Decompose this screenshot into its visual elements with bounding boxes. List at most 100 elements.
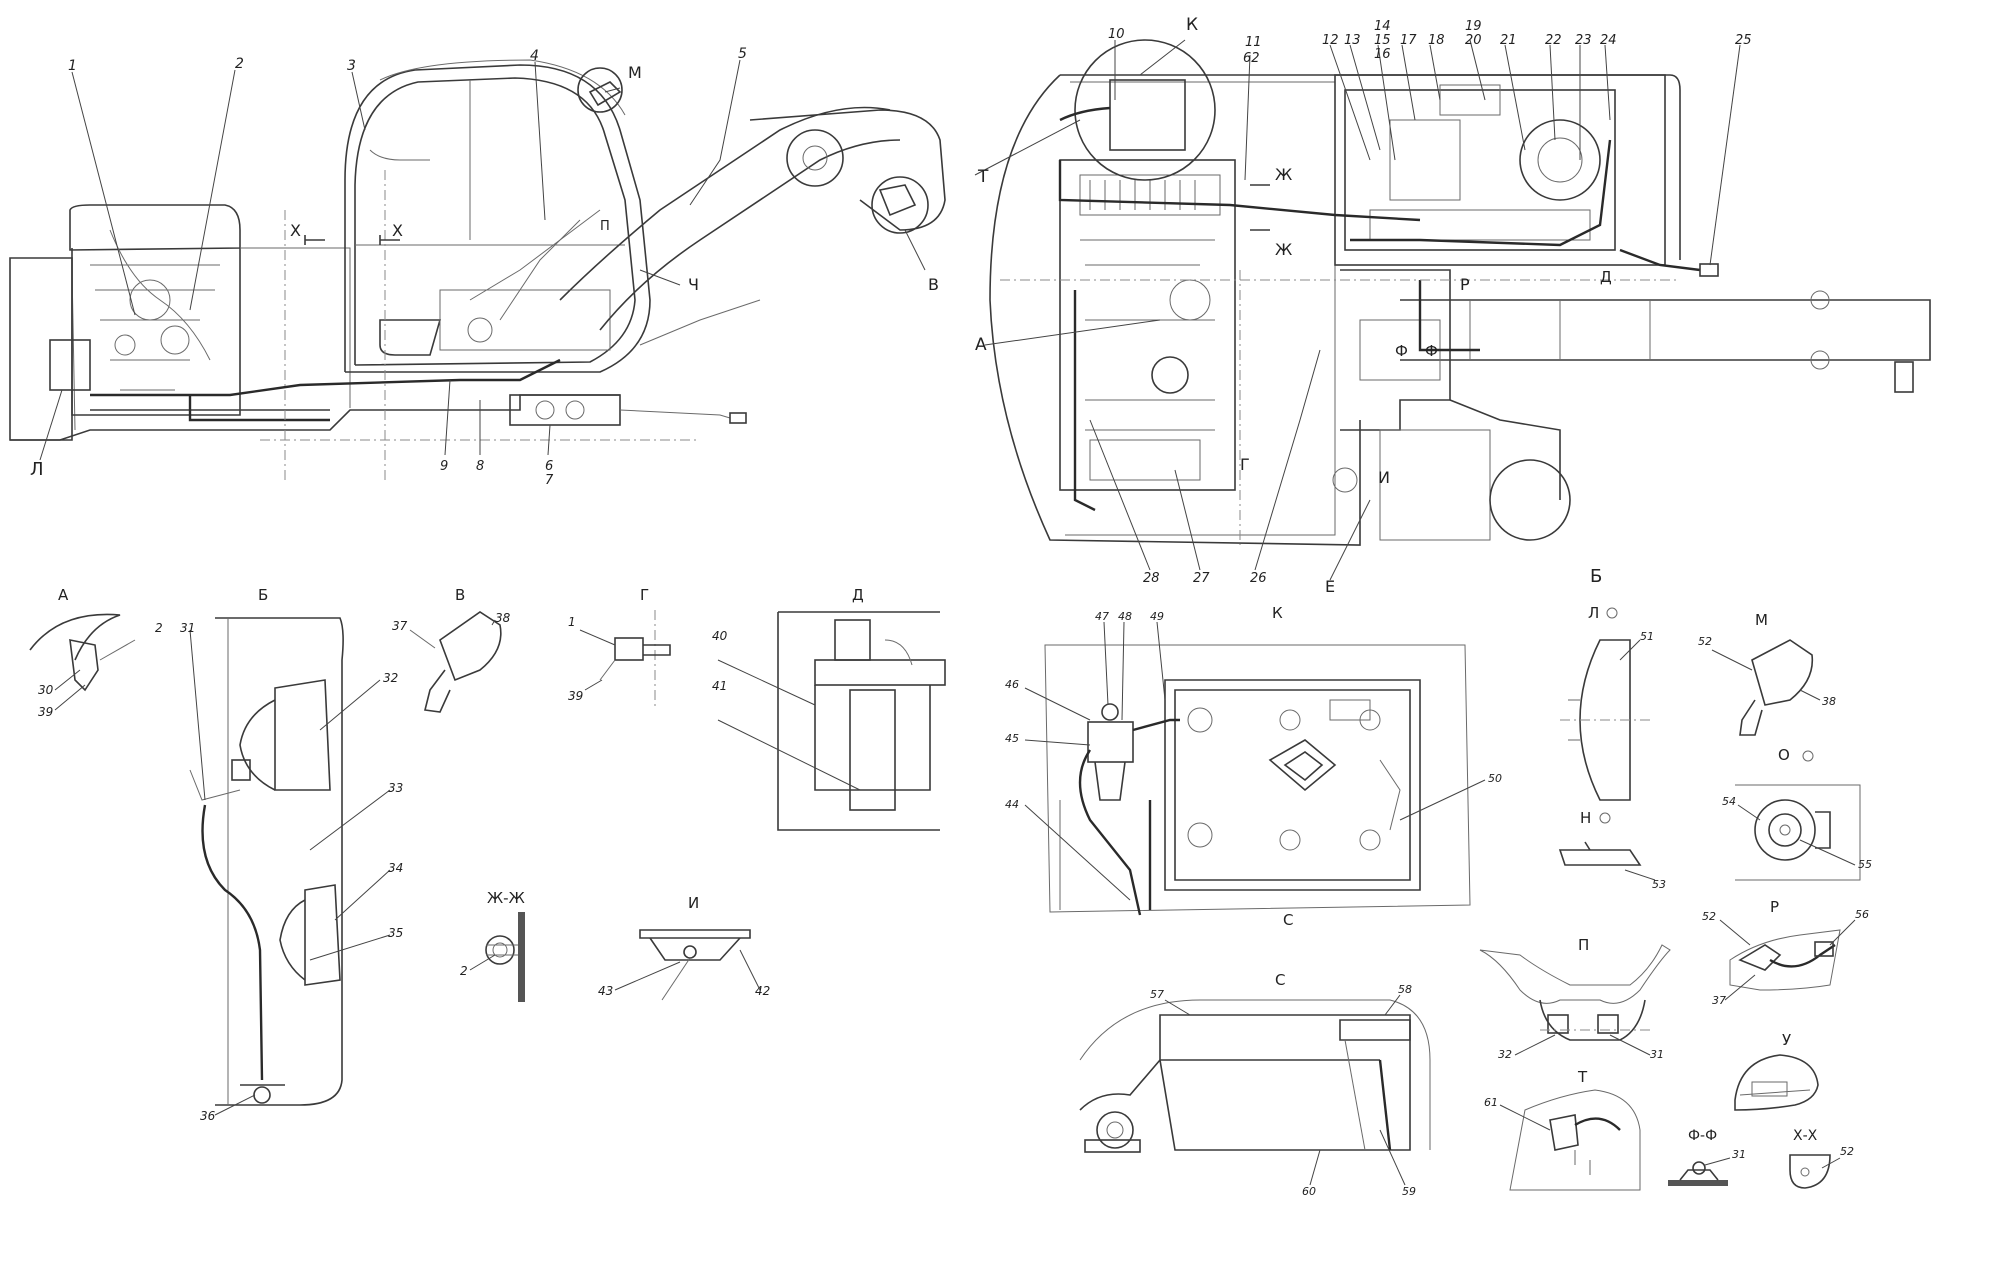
view-M: М 52 38 (1698, 611, 1836, 736)
view-K-title: К (1272, 604, 1283, 622)
view-K-label-49: 49 (1150, 610, 1164, 623)
callout-19: 19 (1465, 19, 1482, 34)
callout-21: 21 (1500, 33, 1517, 48)
callout-26: 26 (1250, 571, 1267, 586)
callout-28: 28 (1143, 571, 1160, 586)
view-S-title: С (1275, 971, 1285, 989)
callout-Zh-bottom: Ж (1275, 240, 1292, 259)
view-V-label-37: 37 (392, 619, 408, 633)
view-B-title: Б (258, 586, 268, 604)
view-M-label-38: 38 (1822, 695, 1836, 708)
callout-2: 2 (235, 56, 244, 72)
callout-T: Т (977, 167, 989, 187)
callout-F-right: Ф (1425, 342, 1438, 360)
view-V-label-38: 38 (495, 611, 511, 625)
view-U-title: У (1782, 1031, 1791, 1049)
callout-7: 7 (545, 473, 554, 488)
callout-62: 62 (1243, 51, 1260, 66)
side-view-labels: 1 2 3 4 5 6 7 8 9 Л М В Ч Х Х П (30, 46, 939, 488)
view-S-label-57: 57 (1150, 988, 1164, 1001)
callout-R: Р (1460, 275, 1470, 294)
view-XX-title: Х-Х (1793, 1128, 1818, 1144)
callout-4: 4 (530, 48, 539, 64)
view-G-label-1: 1 (568, 615, 576, 629)
view-R-label-37: 37 (1712, 994, 1726, 1007)
view-D-title: Д (852, 586, 864, 604)
plan-view-labels: 10 К 11 62 12 13 14 15 16 17 18 19 20 21… (975, 15, 1752, 596)
view-K-label-46: 46 (1005, 678, 1019, 691)
callout-8: 8 (476, 459, 484, 474)
view-B: Б 31 32 33 34 35 36 (180, 586, 403, 1123)
view-M-title: М (1755, 611, 1768, 629)
view-FF: Ф-Ф 31 (1668, 1128, 1746, 1186)
view-FF-title: Ф-Ф (1688, 1128, 1717, 1144)
view-K-label-47: 47 (1095, 610, 1109, 623)
view-A-label-30: 30 (38, 683, 54, 697)
callout-G: Г (1240, 455, 1250, 474)
callout-22: 22 (1545, 33, 1562, 48)
view-S-label-58: 58 (1398, 983, 1412, 996)
view-K-section-S: С (1283, 911, 1293, 929)
view-T-title: Т (1577, 1068, 1588, 1086)
view-N-label-53: 53 (1652, 878, 1666, 891)
callout-13: 13 (1344, 33, 1361, 48)
callout-11: 11 (1245, 35, 1262, 50)
callout-L: Л (30, 459, 44, 480)
view-M-label-52: 52 (1698, 635, 1712, 648)
callout-25: 25 (1735, 33, 1752, 48)
callout-P: П (600, 219, 610, 234)
view-L: Л 51 (1560, 604, 1654, 801)
view-D-label-41: 41 (712, 679, 727, 693)
callout-12: 12 (1322, 33, 1339, 48)
view-O-label-54: 54 (1722, 795, 1736, 808)
view-B-label-34: 34 (388, 861, 403, 875)
callout-15: 15 (1374, 33, 1391, 48)
callout-A: А (975, 335, 987, 355)
callout-17: 17 (1400, 33, 1417, 48)
callout-24: 24 (1600, 33, 1617, 48)
callout-B: Б (1590, 566, 1602, 587)
callout-V: В (928, 275, 939, 294)
callout-K: К (1186, 15, 1198, 35)
view-T: Т 61 (1484, 1068, 1641, 1191)
view-B-label-33: 33 (388, 781, 403, 795)
view-V: В 37 38 (392, 586, 511, 713)
callout-5: 5 (738, 46, 747, 62)
view-D: Д 40 41 (712, 586, 946, 831)
callout-6: 6 (545, 459, 553, 474)
view-B-label-31: 31 (180, 621, 195, 635)
view-U: У (1734, 1031, 1819, 1111)
view-R: Р 52 56 37 (1702, 898, 1869, 1007)
callout-D: Д (1600, 268, 1612, 286)
view-K-label-48: 48 (1118, 610, 1132, 623)
view-ZhZh-title: Ж-Ж (487, 889, 525, 907)
view-K: К 47 48 49 46 45 44 50 С (1005, 604, 1502, 929)
view-A-label-2: 2 (155, 621, 163, 635)
view-I-label-43: 43 (598, 984, 613, 998)
view-XX: Х-Х 52 (1789, 1128, 1854, 1189)
callout-16: 16 (1374, 47, 1391, 62)
view-G-label-39: 39 (568, 689, 583, 703)
callout-X-left: Х (290, 221, 301, 240)
view-R-label-52: 52 (1702, 910, 1716, 923)
view-S: С 57 58 59 60 (1079, 971, 1431, 1198)
callout-3: 3 (347, 58, 356, 74)
view-O-title: О (1778, 746, 1790, 764)
view-S-label-59: 59 (1402, 1185, 1416, 1198)
callout-Zh-top: Ж (1275, 165, 1292, 184)
view-K-label-44: 44 (1005, 798, 1019, 811)
view-A-label-39: 39 (38, 705, 53, 719)
view-T-label-61: 61 (1484, 1096, 1498, 1109)
view-V-title: В (455, 586, 465, 604)
view-N-title: Н (1580, 809, 1591, 827)
view-B-label-32: 32 (383, 671, 398, 685)
view-K-label-50: 50 (1488, 772, 1502, 785)
callout-M: М (628, 63, 642, 82)
view-ZhZh: Ж-Ж 2 (460, 889, 525, 1002)
view-I: И 43 42 (598, 894, 770, 1001)
callout-10: 10 (1108, 27, 1125, 42)
view-L-title: Л (1588, 604, 1599, 622)
view-P: П 32 31 (1479, 936, 1671, 1061)
